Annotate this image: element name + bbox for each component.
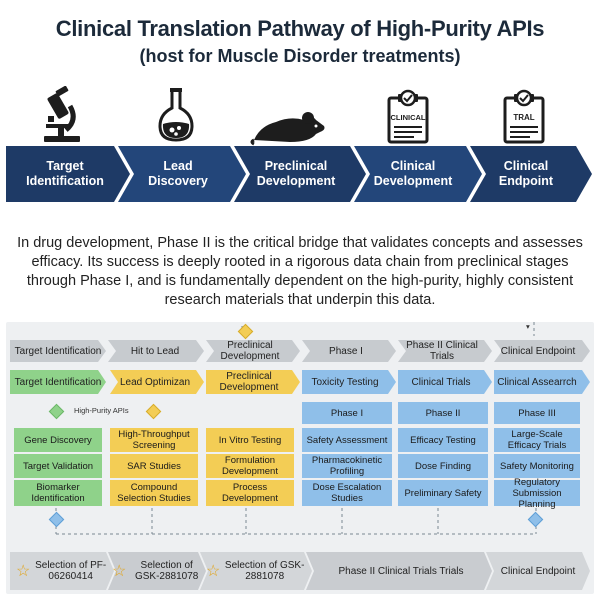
row2-preclinical-development: Preclinical Development — [219, 371, 279, 393]
compound-selection-studies: Compound Selection Studies — [110, 480, 198, 506]
bottom-selection-1: ☆ Selection of PF-06260414 — [16, 560, 107, 582]
phase-i-label: Phase I — [302, 402, 392, 424]
clipboard-label: TRAL — [513, 113, 534, 122]
arrow-down-marker: ▾ — [526, 322, 530, 331]
high-purity-apis-label: High-Purity APIs — [74, 406, 129, 415]
bottom-selection-2: ☆ Selection of GSK-2881078 — [112, 560, 199, 582]
dose-finding: Dose Finding — [398, 454, 488, 478]
header-phase-i: Phase I — [329, 345, 363, 357]
stage-lead-discovery: Lead Discovery — [148, 159, 208, 188]
header-clinical-endpoint: Clinical Endpoint — [500, 345, 576, 357]
star-icon: ☆ — [206, 562, 221, 580]
intro-paragraph: In drug development, Phase II is the cri… — [17, 235, 583, 308]
dose-escalation-studies: Dose Escalation Studies — [302, 480, 392, 506]
formulation-development: Formulation Development — [206, 454, 294, 478]
preliminary-safety: Preliminary Safety — [398, 480, 488, 506]
stage-preclinical-development: Preclinical Development — [256, 159, 336, 188]
row2-toxicity-testing: Toxicity Testing — [311, 376, 379, 388]
gene-discovery: Gene Discovery — [14, 428, 102, 452]
clipboard-icon: TRAL — [503, 89, 545, 144]
header-chevrons — [10, 340, 590, 362]
large-scale-efficacy-trials: Large-Scale Efficacy Trials — [494, 428, 580, 452]
microscope-icon — [44, 86, 80, 142]
row2-clinical-assessment: Clinical Assearrch — [497, 376, 577, 388]
row2-chevrons — [10, 370, 590, 394]
page-title: Clinical Translation Pathway of High-Pur… — [55, 16, 545, 41]
process-development: Process Development — [206, 480, 294, 506]
header-phase-ii-clinical-trials: Phase II Clinical Trials — [406, 340, 478, 362]
safety-monitoring: Safety Monitoring — [494, 454, 580, 478]
header-target-identification: Target Identification — [14, 345, 102, 357]
bottom-phase-ii: Phase II Clinical Trials Trials — [338, 565, 464, 577]
header-hit-to-lead: Hit to Lead — [130, 345, 180, 357]
row2-target-identification: Target Identification — [14, 376, 102, 388]
stage-clinical-development: Clinical Development — [373, 159, 453, 188]
bottom-selection-3: ☆ Selection of GSK-2881078 — [206, 560, 305, 582]
sar-studies: SAR Studies — [110, 454, 198, 478]
stage-target-identification: Target Identification — [26, 159, 104, 188]
clipboard-icon: CLINICAL — [387, 89, 429, 144]
star-icon: ☆ — [112, 562, 127, 580]
stage-clinical-endpoint: Clinical Endpoint — [498, 159, 554, 188]
regulatory-submission-planning: Regulatory Submission Planning — [494, 477, 580, 510]
biomarker-identification: Biomarker Identification — [14, 480, 102, 506]
target-validation: Target Validation — [14, 454, 102, 478]
safety-assessment: Safety Assessment — [302, 428, 392, 452]
in-vitro-testing: In Vitro Testing — [206, 428, 294, 452]
pharmacokinetic-profiling: Pharmacokinetic Profiling — [302, 454, 392, 478]
header-preclinical-development: Preclinical Development — [220, 340, 280, 362]
page-subtitle: (host for Muscle Disorder treatments) — [139, 46, 461, 66]
stage-banner — [6, 146, 592, 202]
efficacy-testing: Efficacy Testing — [398, 428, 488, 452]
bottom-clinical-endpoint: Clinical Endpoint — [500, 565, 576, 577]
mouse-icon — [250, 112, 325, 146]
bottom-chevrons — [10, 552, 590, 590]
high-throughput-screening: High-Throughput Screening — [110, 428, 198, 452]
flask-icon — [158, 88, 194, 142]
clipboard-label: CLINICAL — [391, 113, 426, 122]
star-icon: ☆ — [16, 562, 31, 580]
phase-ii-label: Phase II — [398, 402, 488, 424]
phase-iii-label: Phase III — [494, 402, 580, 424]
row2-clinical-trials: Clinical Trials — [411, 376, 471, 388]
row2-lead-optimization: Lead Optimizan — [119, 376, 191, 388]
